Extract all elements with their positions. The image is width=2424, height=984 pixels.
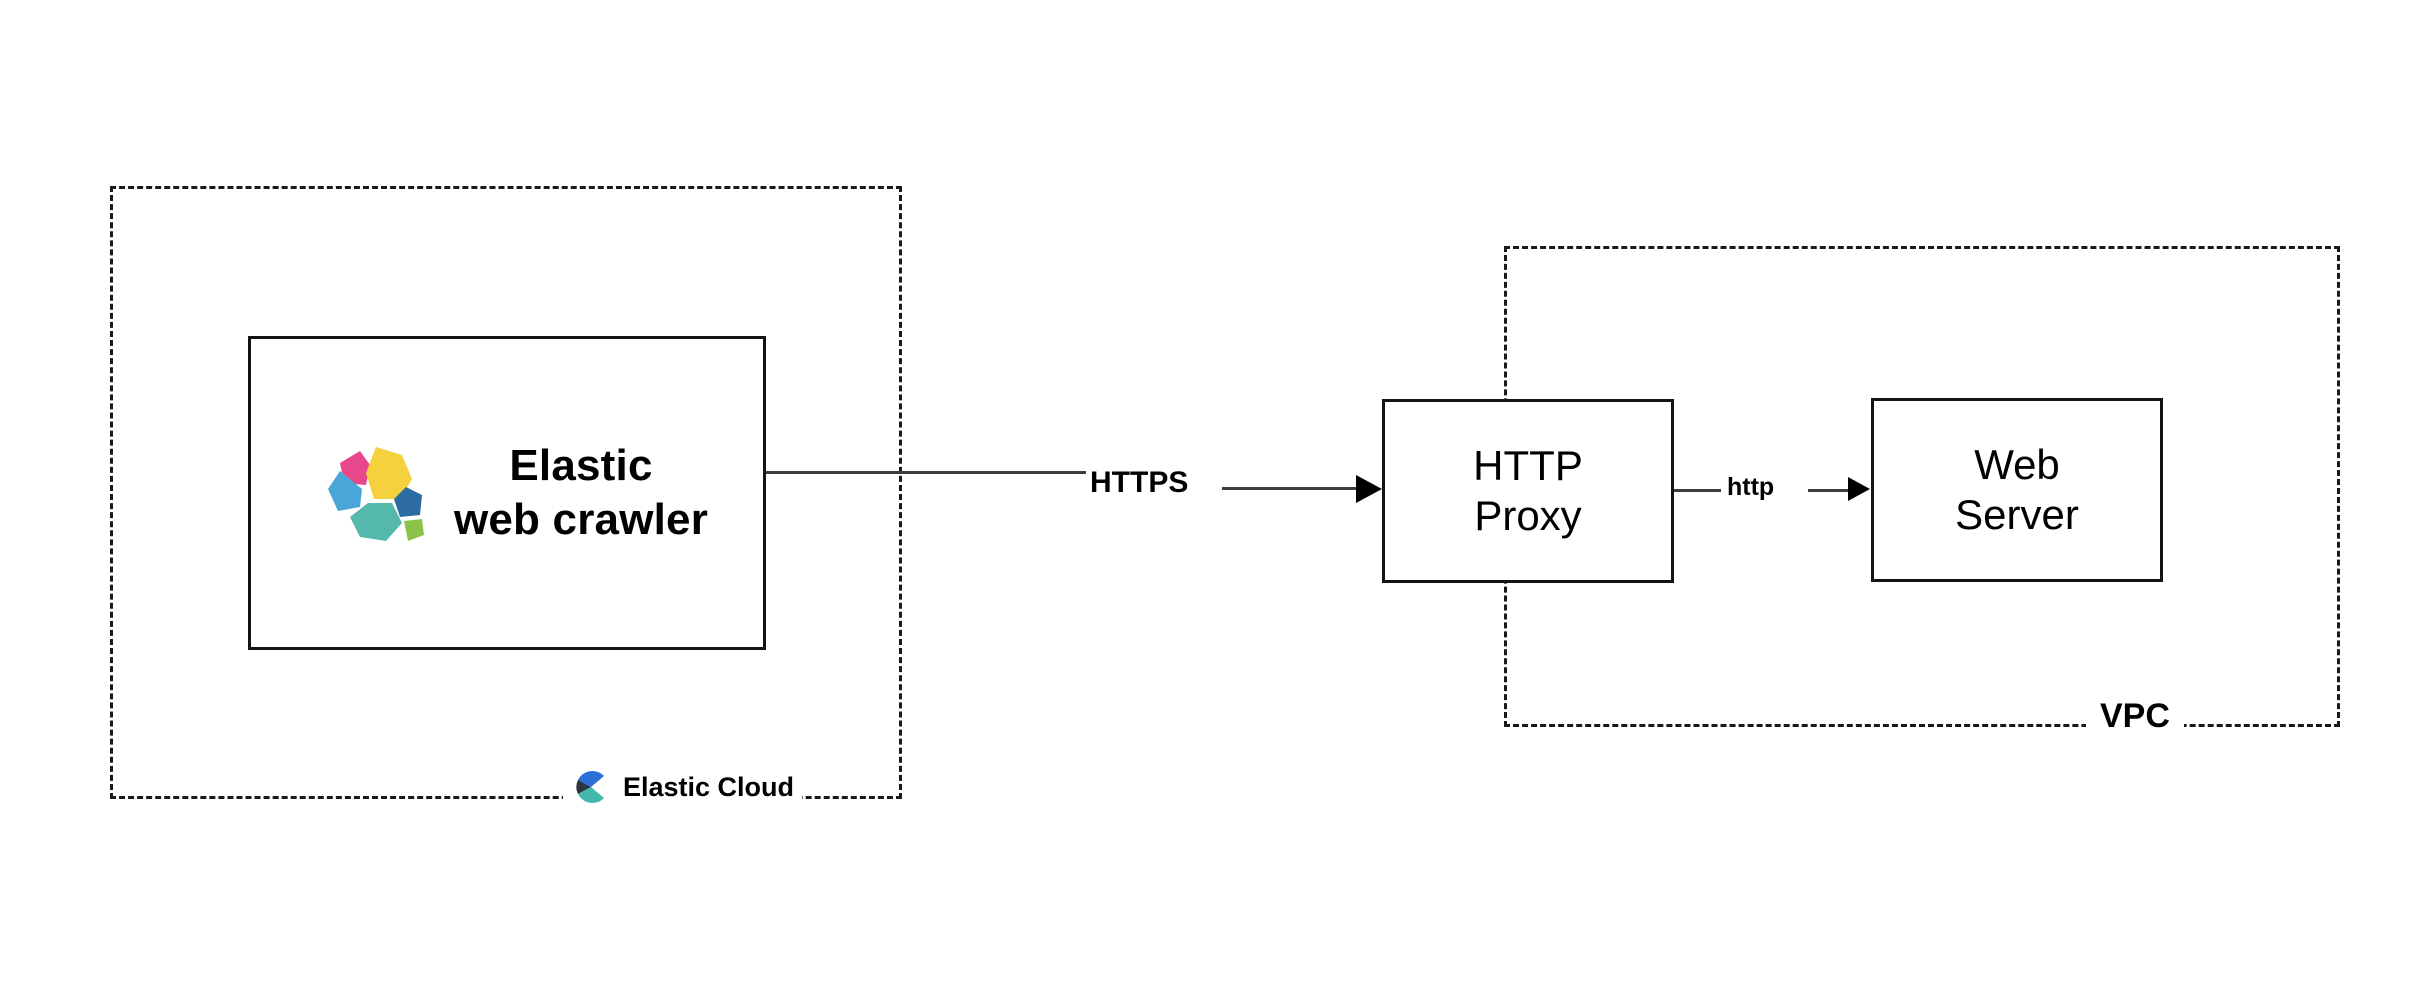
zone-caption-text-elastic-cloud: Elastic Cloud: [623, 771, 795, 802]
node-web-server[interactable]: Web Server: [1871, 398, 2163, 582]
http-connector-line-left: [1673, 489, 1721, 492]
zone-caption-elastic-cloud: Elastic Cloud: [563, 767, 803, 807]
http-edge-label: http: [1723, 473, 1779, 502]
zone-caption-vpc: VPC: [2086, 697, 2184, 736]
zone-elastic-cloud: [110, 186, 902, 799]
node-elastic-web-crawler[interactable]: Elastic web crawler: [248, 336, 766, 650]
elastic-logo-icon: [316, 437, 428, 549]
node-label-elastic-web-crawler: Elastic web crawler: [453, 441, 709, 544]
node-label-http-proxy: HTTP Proxy: [1473, 442, 1583, 539]
elastic-cloud-logo-icon: [571, 767, 611, 807]
node-label-web-server: Web Server: [1955, 441, 2079, 538]
https-edge-label: HTTPS: [1086, 466, 1193, 500]
http-arrowhead-icon: [1848, 477, 1870, 501]
http-connector-line-right: [1808, 489, 1862, 492]
https-connector-line-left: [765, 471, 1087, 474]
https-arrowhead-icon: [1356, 475, 1382, 503]
https-connector-line-right: [1222, 487, 1370, 490]
node-http-proxy[interactable]: HTTP Proxy: [1382, 399, 1674, 583]
